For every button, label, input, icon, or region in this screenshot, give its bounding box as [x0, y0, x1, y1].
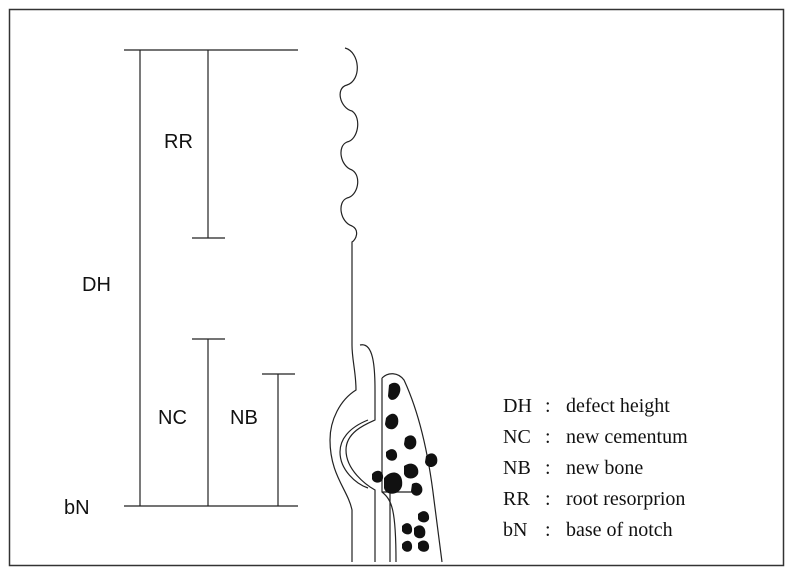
svg-text:new cementum: new cementum	[566, 426, 688, 448]
bn-label: bN	[64, 497, 90, 519]
legend-item: NC : new cementum	[503, 426, 688, 448]
nb-bar	[262, 374, 295, 506]
legend-item: bN : base of notch	[503, 519, 673, 541]
root-inner-line	[346, 345, 375, 562]
new-cementum-outline	[340, 420, 368, 488]
svg-text:NB: NB	[503, 457, 531, 479]
nc-label: NC	[158, 407, 187, 429]
svg-text:DH: DH	[503, 395, 532, 417]
svg-text:new bone: new bone	[566, 457, 643, 479]
bone-inner-line	[382, 492, 420, 562]
legend-item: RR : root resorprion	[503, 488, 685, 510]
svg-text::: :	[545, 519, 551, 541]
root-surface-outline	[330, 48, 358, 562]
svg-text:NC: NC	[503, 426, 531, 448]
svg-text::: :	[545, 395, 551, 417]
svg-text::: :	[545, 426, 551, 448]
svg-text:base of notch: base of notch	[566, 519, 673, 541]
rr-bar	[192, 50, 225, 238]
legend-item: DH : defect height	[503, 395, 670, 417]
legend-item: NB : new bone	[503, 457, 643, 479]
svg-text:root resorprion: root resorprion	[566, 488, 685, 510]
rr-label: RR	[164, 131, 193, 153]
nb-label: NB	[230, 407, 258, 429]
svg-text:RR: RR	[503, 488, 530, 510]
nc-bar	[192, 339, 225, 506]
legend: DH : defect height NC : new cementum NB …	[503, 395, 688, 541]
svg-text:bN: bN	[503, 519, 527, 541]
dh-label: DH	[82, 274, 111, 296]
svg-text:defect height: defect height	[566, 395, 670, 417]
svg-text::: :	[545, 457, 551, 479]
dh-bar	[124, 50, 298, 506]
svg-text::: :	[545, 488, 551, 510]
